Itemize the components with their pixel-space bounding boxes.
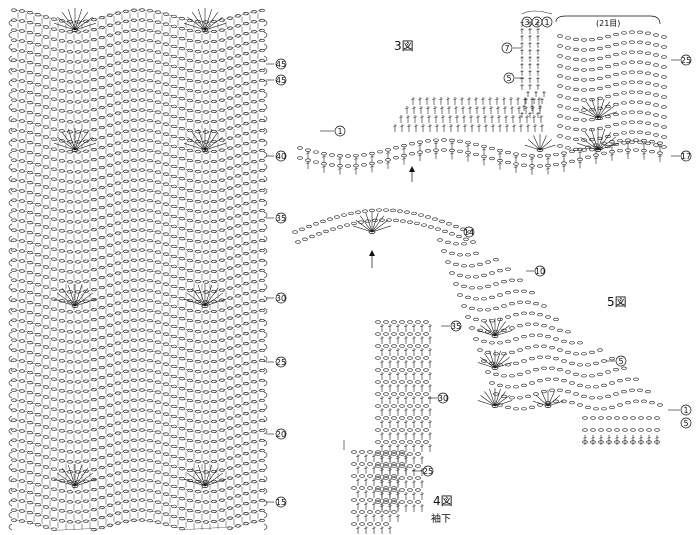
row-marker: 25 — [412, 465, 434, 477]
row-number: 5 — [618, 357, 623, 366]
row-marker: 25 — [266, 356, 287, 368]
figure-5-title: 5図 — [607, 295, 627, 309]
row-number: 25 — [276, 358, 286, 367]
row-number: 1 — [683, 406, 688, 415]
row-number: 20 — [276, 430, 286, 439]
left-chart-row-labels: 45 45 40 35 30 25 20 15 — [266, 58, 287, 508]
row-number: 25 — [681, 56, 691, 65]
fig3-top-markers: 3 2 1 — [521, 10, 553, 28]
row-marker: 5 — [680, 417, 692, 429]
row-marker: 1 — [320, 125, 346, 137]
row-number: 7 — [504, 44, 509, 53]
figure-3-stitches — [297, 21, 667, 175]
row-number: 5 — [683, 419, 688, 428]
row-marker: 17 — [671, 150, 692, 162]
row-marker: 1 — [668, 404, 692, 416]
row-marker: 7 — [501, 42, 522, 54]
figure-3: 3図 (21目) 3 2 1 7 5 1 25 17 — [297, 10, 692, 182]
row-number: 30 — [276, 294, 286, 303]
row-number: 3 — [524, 18, 529, 27]
row-marker: 40 — [266, 150, 287, 162]
figure-5: 5図 14 10 5 1 5 — [292, 208, 692, 445]
row-number: 14 — [464, 228, 474, 237]
row-number: 2 — [534, 18, 539, 27]
row-number: 15 — [276, 498, 286, 507]
row-marker: 5 — [606, 355, 627, 367]
row-number: 30 — [438, 394, 448, 403]
row-number: 45 — [276, 76, 286, 85]
row-marker: 25 — [671, 54, 692, 66]
row-number: 35 — [451, 322, 461, 331]
row-number: 10 — [535, 267, 545, 276]
row-number: 5 — [506, 74, 511, 83]
row-marker: 35 — [266, 212, 287, 224]
row-number: 35 — [276, 214, 286, 223]
figure-3-span-label: (21目) — [596, 19, 620, 28]
figure-3-title: 3図 — [394, 39, 414, 53]
row-marker: 35 — [441, 320, 462, 332]
figure-4-title: 4図 — [433, 494, 453, 508]
row-marker: 14 — [463, 226, 475, 238]
row-marker: 5 — [503, 72, 524, 84]
row-marker: 15 — [266, 496, 287, 508]
row-number: 25 — [423, 467, 433, 476]
figure-4-stitches — [351, 320, 432, 534]
figure-4: 4図 袖下 35 30 25 — [343, 320, 462, 534]
row-number: 1 — [337, 127, 342, 136]
row-marker: 45 — [266, 58, 287, 70]
row-marker: 10 — [526, 265, 546, 277]
row-marker: 30 — [428, 392, 449, 404]
row-number: 45 — [276, 60, 286, 69]
left-stitch-chart — [8, 8, 268, 532]
figure-4-subtitle: 袖下 — [431, 512, 451, 525]
row-marker: 20 — [266, 428, 287, 440]
row-marker: 30 — [266, 292, 287, 304]
row-number: 1 — [544, 18, 549, 27]
row-number: 17 — [681, 152, 691, 161]
row-number: 40 — [276, 152, 286, 161]
row-marker: 45 — [266, 74, 287, 86]
figure-5-stitches — [292, 208, 663, 445]
